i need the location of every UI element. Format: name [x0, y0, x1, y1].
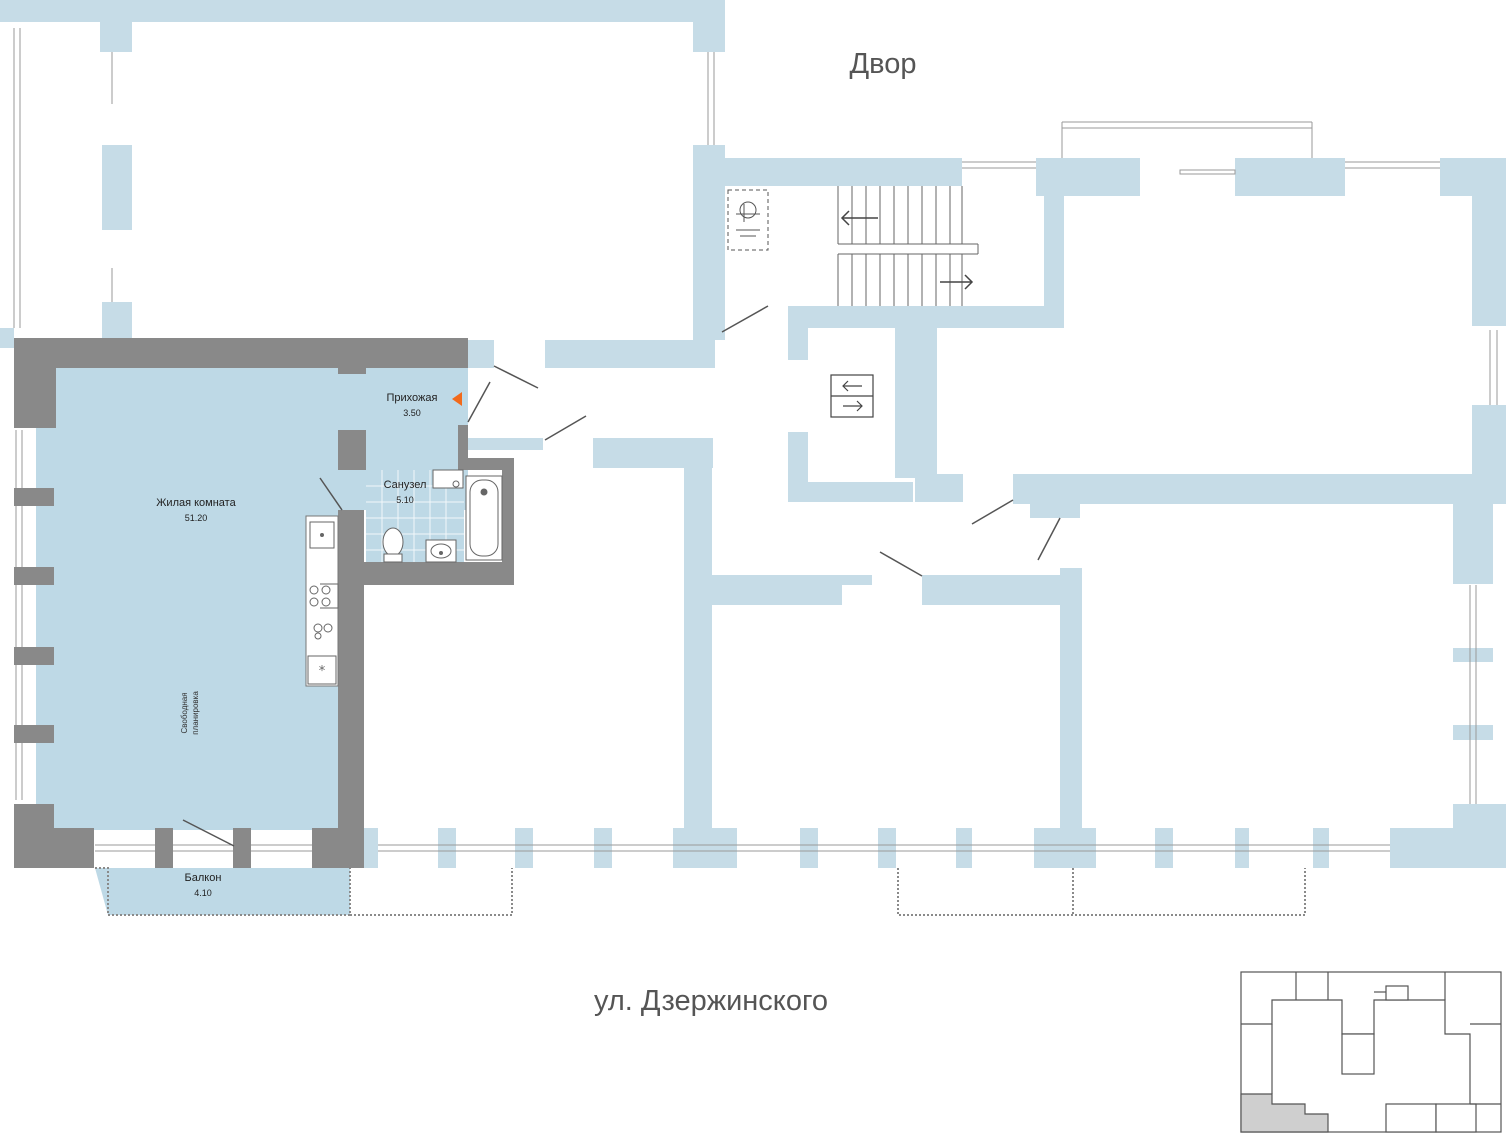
room-area: 3.50: [403, 408, 421, 418]
free-layout-line2: планировка: [191, 691, 200, 735]
bathtub-icon: [465, 475, 503, 561]
balcony-outlines: [95, 867, 1306, 916]
wheelchair-icon: [727, 189, 769, 251]
street-label: ул. Дзержинского: [594, 985, 828, 1017]
apartment-fill[interactable]: [36, 360, 468, 915]
courtyard-label: Двор: [850, 48, 917, 80]
entrance-arrow-icon: [452, 392, 462, 406]
svg-text:*: *: [319, 664, 326, 679]
room-area: 4.10: [194, 888, 212, 898]
room-hallway[interactable]: Прихожая 3.50: [387, 392, 438, 418]
room-name: Санузел: [384, 479, 427, 491]
room-area: 51.20: [185, 513, 208, 523]
room-living[interactable]: Жилая комната 51.20: [156, 497, 236, 523]
room-area: 5.10: [396, 495, 414, 505]
building-walls: [0, 0, 1506, 868]
sink-icon: [425, 539, 457, 563]
dishwasher-icon: [313, 623, 333, 640]
fridge-icon: *: [307, 655, 337, 685]
staircase: [837, 186, 979, 306]
room-name: Прихожая: [387, 392, 438, 404]
room-bathroom[interactable]: Санузел 5.10: [384, 479, 427, 505]
toilet-icon: [382, 527, 404, 563]
room-balcony[interactable]: Балкон 4.10: [185, 872, 222, 898]
free-layout-line1: Свободная: [180, 692, 189, 733]
kitchen-sink-icon: [309, 521, 335, 549]
free-layout-note: Свободная планировка: [180, 691, 200, 735]
windows: [13, 28, 1498, 852]
room-name: Жилая комната: [156, 497, 236, 509]
elevator-icon: [830, 374, 874, 418]
staircase-arrow-icon: [840, 210, 974, 290]
key-plan: [1240, 971, 1502, 1133]
room-name: Балкон: [185, 872, 222, 884]
apartment-walls: [14, 338, 514, 868]
washing-machine-icon: [432, 469, 464, 489]
door-swings: [182, 305, 1061, 847]
stove-icon: [309, 583, 339, 609]
